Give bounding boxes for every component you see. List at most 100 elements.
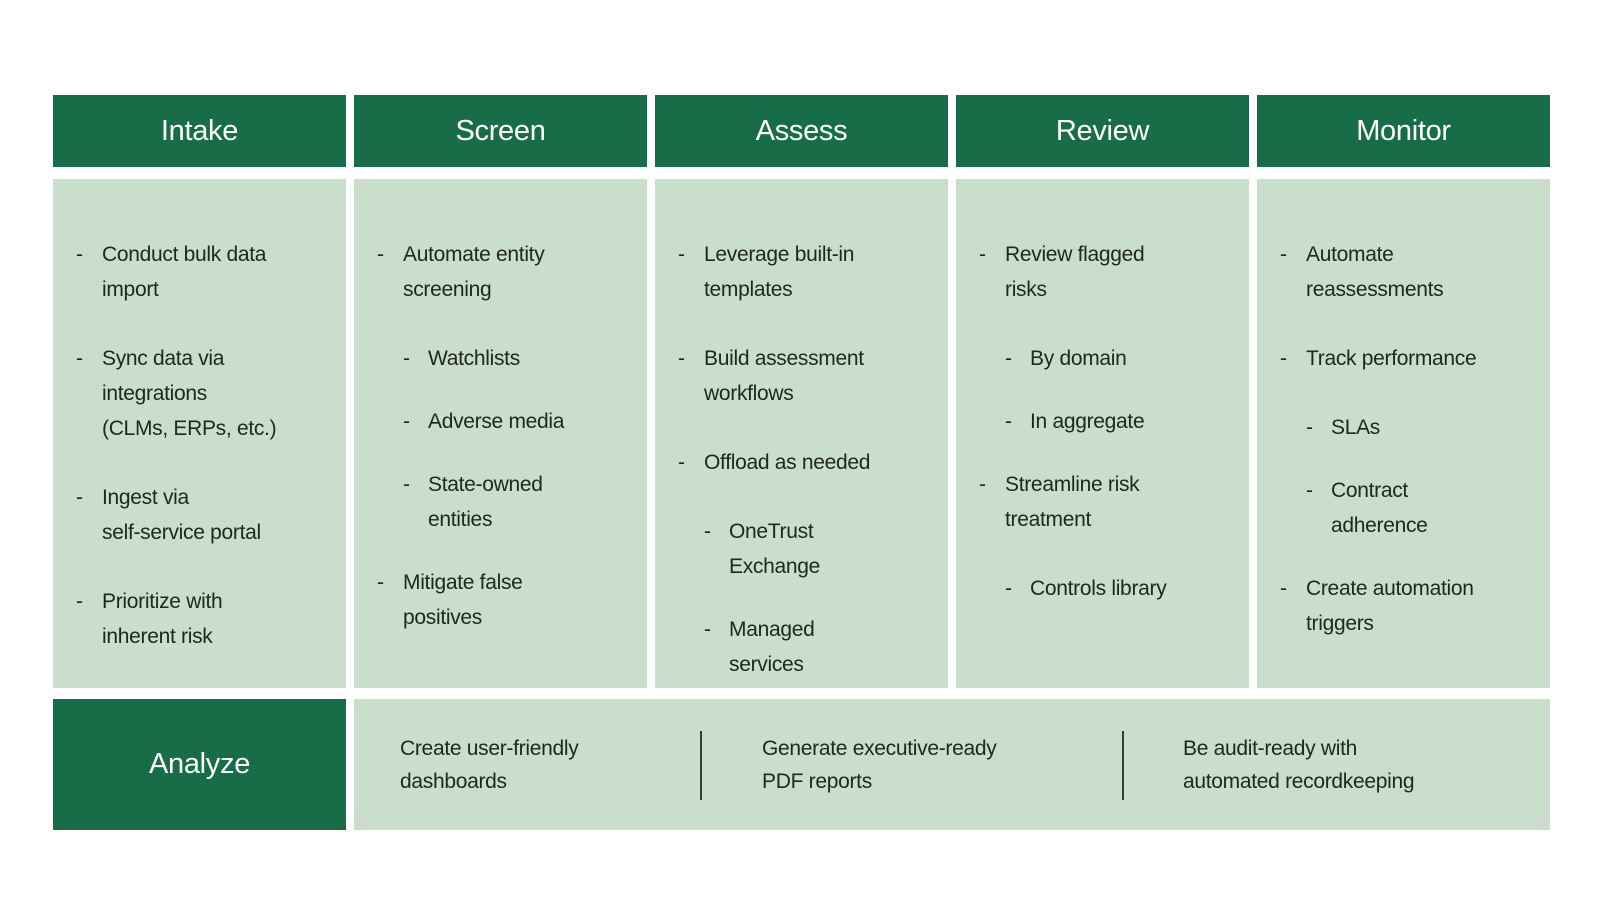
list-item-text: Review flagged risks xyxy=(1005,243,1145,301)
list-subitem: - Contract adherence xyxy=(1306,473,1536,543)
list-item-text: Conduct bulk data import xyxy=(102,243,267,301)
list-item-text: SLAs xyxy=(1331,416,1380,439)
column-title: Assess xyxy=(755,114,848,147)
list-item-text: Automate reassessments xyxy=(1306,243,1444,301)
list-item: - Mitigate false positives xyxy=(377,565,633,635)
analyze-item: Create user-friendly dashboards xyxy=(400,736,579,793)
column-panel-monitor: - Automate reassessments - Track perform… xyxy=(1257,179,1550,688)
dash-bullet: - xyxy=(979,243,986,266)
list-item: - Offload as needed xyxy=(678,445,934,480)
list-item: - Build assessment workflows xyxy=(678,341,934,411)
column-monitor: Monitor - Automate reassessments - Track… xyxy=(1257,95,1550,688)
list-item-text: Contract adherence xyxy=(1331,479,1428,537)
column-panel-review: - Review flagged risks - By domain - In … xyxy=(956,179,1249,688)
column-title: Screen xyxy=(455,114,546,147)
analyze-panel: Create user-friendly dashboards Generate… xyxy=(354,699,1550,830)
list-item-text: OneTrust Exchange xyxy=(729,520,821,578)
column-screen: Screen - Automate entity screening - Wat… xyxy=(354,95,647,688)
dash-bullet: - xyxy=(1306,479,1313,502)
list-item-text: Ingest via self-service portal xyxy=(102,486,261,544)
list-subitem: - OneTrust Exchange xyxy=(704,514,934,584)
column-panel-assess: - Leverage built-in templates - Build as… xyxy=(655,179,948,688)
column-panel-intake: - Conduct bulk data import - Sync data v… xyxy=(53,179,346,688)
list-subitem: - In aggregate xyxy=(1005,404,1235,439)
list-item: - Leverage built-in templates xyxy=(678,237,934,307)
list-item-text: Mitigate false positives xyxy=(403,571,523,629)
list-item-text: In aggregate xyxy=(1030,410,1145,433)
list-item-text: Adverse media xyxy=(428,410,565,433)
list-item: - Streamline risk treatment xyxy=(979,467,1235,537)
list-subitem: - State-owned entities xyxy=(403,467,633,537)
dash-bullet: - xyxy=(76,347,83,370)
list-item-text: Track performance xyxy=(1306,347,1477,370)
list-item-text: Managed services xyxy=(729,618,815,676)
vertical-divider xyxy=(700,731,702,800)
column-title: Review xyxy=(1055,114,1150,147)
dash-bullet: - xyxy=(1306,416,1313,439)
column-review: Review - Review flagged risks - By domai… xyxy=(956,95,1249,688)
dash-bullet: - xyxy=(678,243,685,266)
list-item-text: Automate entity screening xyxy=(403,243,545,301)
list-subitem: - SLAs xyxy=(1306,410,1536,445)
column-intake: Intake - Conduct bulk data import - Sync… xyxy=(53,95,346,688)
vertical-divider xyxy=(1122,731,1124,800)
column-title: Monitor xyxy=(1356,114,1451,147)
dash-bullet: - xyxy=(1005,577,1012,600)
dash-bullet: - xyxy=(1005,410,1012,433)
dash-bullet: - xyxy=(76,486,83,509)
list-item: - Review flagged risks xyxy=(979,237,1235,307)
list-subitem: - Controls library xyxy=(1005,571,1235,606)
list-item-text: Create automation triggers xyxy=(1306,577,1474,635)
column-header-assess: Assess xyxy=(655,95,948,167)
list-item-text: By domain xyxy=(1030,347,1127,370)
analyze-item: Generate executive-ready PDF reports xyxy=(762,736,997,793)
column-header-monitor: Monitor xyxy=(1257,95,1550,167)
dash-bullet: - xyxy=(76,590,83,613)
dash-bullet: - xyxy=(1280,577,1287,600)
dash-bullet: - xyxy=(678,451,685,474)
dash-bullet: - xyxy=(377,243,384,266)
list-item: - Conduct bulk data import xyxy=(76,237,332,307)
dash-bullet: - xyxy=(1280,243,1287,266)
analyze-header: Analyze xyxy=(53,699,346,830)
dash-bullet: - xyxy=(704,520,711,543)
list-item-text: Watchlists xyxy=(428,347,520,370)
dash-bullet: - xyxy=(979,473,986,496)
dash-bullet: - xyxy=(403,347,410,370)
column-header-screen: Screen xyxy=(354,95,647,167)
list-item-text: Streamline risk treatment xyxy=(1005,473,1140,531)
dash-bullet: - xyxy=(678,347,685,370)
analyze-title: Analyze xyxy=(148,748,251,780)
dash-bullet: - xyxy=(403,473,410,496)
column-assess: Assess - Leverage built-in templates - B… xyxy=(655,95,948,688)
list-item: - Automate reassessments xyxy=(1280,237,1536,307)
dash-bullet: - xyxy=(403,410,410,433)
column-header-review: Review xyxy=(956,95,1249,167)
list-item-text: Sync data via integrations (CLMs, ERPs, … xyxy=(102,347,277,440)
column-panel-screen: - Automate entity screening - Watchlists… xyxy=(354,179,647,688)
list-subitem: - Watchlists xyxy=(403,341,633,376)
column-header-intake: Intake xyxy=(53,95,346,167)
dash-bullet: - xyxy=(1280,347,1287,370)
list-item: - Create automation triggers xyxy=(1280,571,1536,641)
list-item: - Track performance xyxy=(1280,341,1536,376)
list-item: - Ingest via self-service portal xyxy=(76,480,332,550)
list-item-text: Prioritize with inherent risk xyxy=(102,590,223,648)
list-subitem: - Adverse media xyxy=(403,404,633,439)
list-item: - Sync data via integrations (CLMs, ERPs… xyxy=(76,341,332,446)
list-item-text: Leverage built-in templates xyxy=(704,243,855,301)
dash-bullet: - xyxy=(76,243,83,266)
column-title: Intake xyxy=(160,114,239,147)
list-item-text: Build assessment workflows xyxy=(704,347,864,405)
dash-bullet: - xyxy=(377,571,384,594)
list-subitem: - Managed services xyxy=(704,612,934,682)
dash-bullet: - xyxy=(1005,347,1012,370)
list-item-text: Offload as needed xyxy=(704,451,871,474)
list-item-text: Controls library xyxy=(1030,577,1167,600)
list-item: - Prioritize with inherent risk xyxy=(76,584,332,654)
dash-bullet: - xyxy=(704,618,711,641)
list-item-text: State-owned entities xyxy=(428,473,543,531)
list-item: - Automate entity screening xyxy=(377,237,633,307)
list-subitem: - By domain xyxy=(1005,341,1235,376)
